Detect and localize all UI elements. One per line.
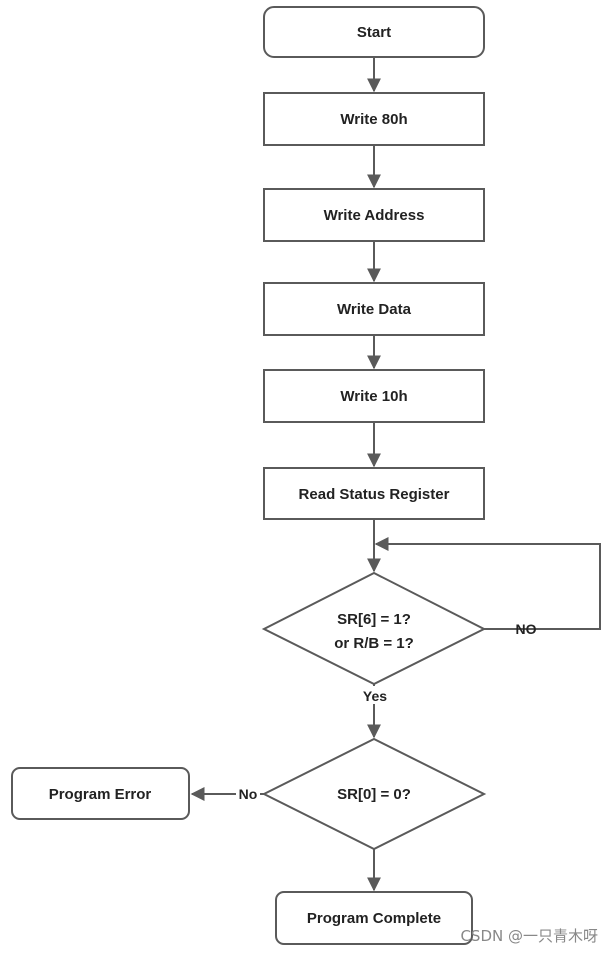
write-80h-node: Write 80h (263, 92, 485, 146)
pass-decision-label: SR[0] = 0? (337, 786, 411, 803)
ready-yes-label: Yes (363, 688, 387, 704)
ready-decision-node: SR[6] = 1? or R/B = 1? (261, 571, 487, 686)
start-label: Start (357, 24, 391, 41)
read-status-label: Read Status Register (299, 486, 450, 503)
ready-no-label: NO (516, 621, 537, 637)
ready-decision-line1: SR[6] = 1? (337, 611, 411, 628)
program-error-node: Program Error (11, 767, 190, 820)
program-error-label: Program Error (49, 786, 152, 803)
yes-label-bg (360, 686, 390, 704)
arrow-ready-no-loop (374, 537, 601, 630)
watermark-text: CSDN @一只青木呀 (460, 927, 598, 945)
write-10h-node: Write 10h (263, 369, 485, 423)
write-address-label: Write Address (324, 207, 425, 224)
program-complete-label: Program Complete (307, 910, 441, 927)
program-complete-node: Program Complete (275, 891, 473, 945)
ready-decision-line2: or R/B = 1? (334, 635, 414, 652)
write-10h-label: Write 10h (340, 388, 407, 405)
pass-no-label: No (239, 786, 258, 802)
write-address-node: Write Address (263, 188, 485, 242)
pass-decision-node: SR[0] = 0? (261, 737, 487, 851)
write-80h-label: Write 80h (340, 111, 407, 128)
read-status-node: Read Status Register (263, 467, 485, 520)
write-data-node: Write Data (263, 282, 485, 336)
write-data-label: Write Data (337, 301, 412, 318)
no-label-bg (236, 785, 260, 803)
start-node: Start (263, 6, 485, 58)
